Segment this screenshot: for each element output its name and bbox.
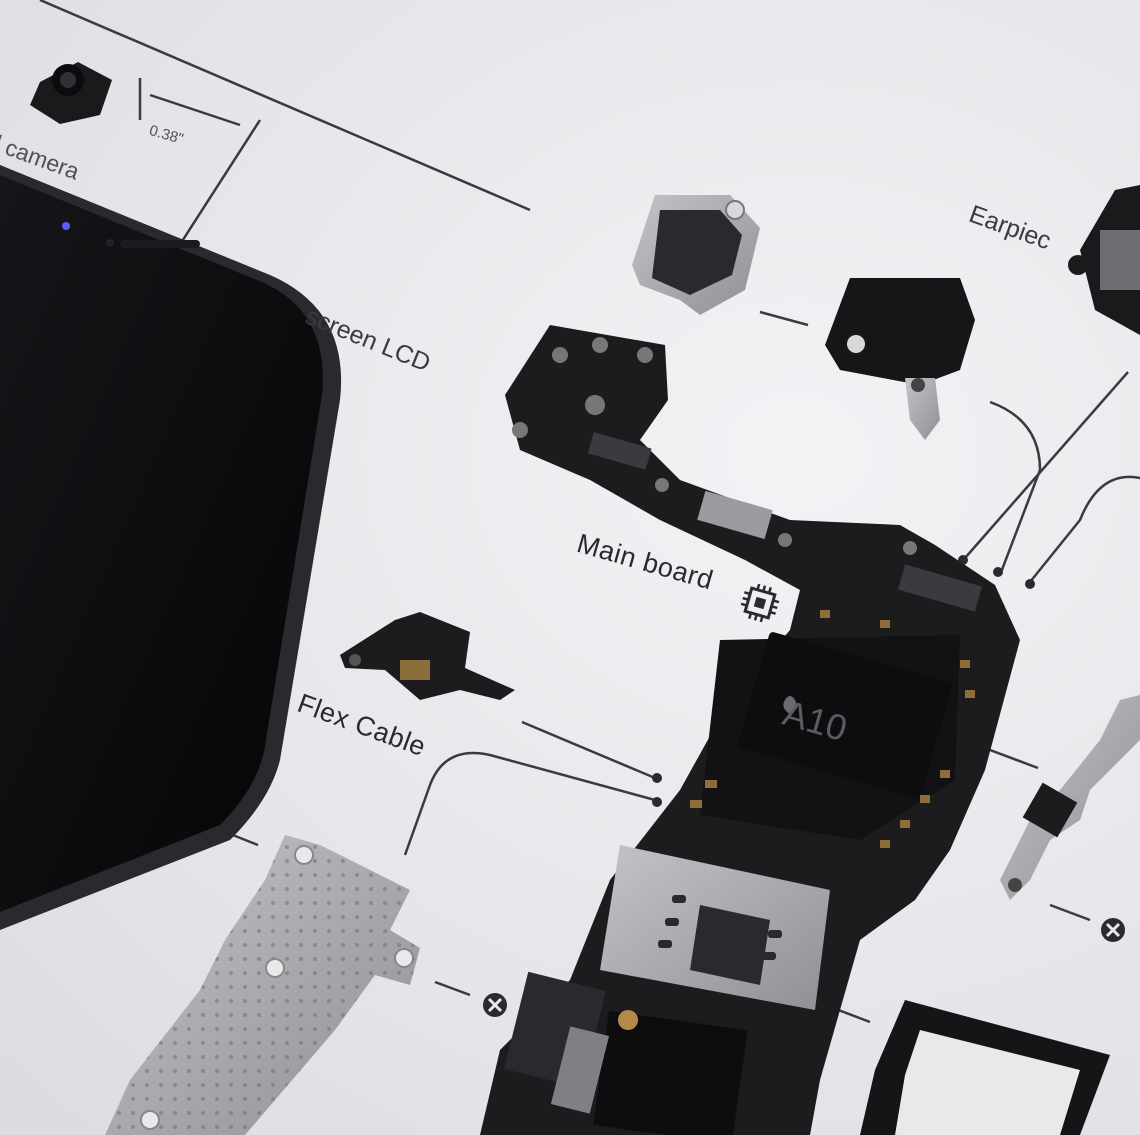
- earpiece-module: [1068, 185, 1140, 335]
- bracket-black: [825, 278, 975, 440]
- phone-body: [0, 165, 342, 930]
- flex-cable: [340, 612, 515, 700]
- phone-sensor-light: [62, 222, 70, 230]
- guide-lines: [39, 0, 1140, 1024]
- camera-module: [30, 62, 112, 124]
- chip-icon: [740, 583, 780, 623]
- bracket-right: [1000, 695, 1140, 900]
- shield-plate: [105, 835, 420, 1135]
- bracket-top: [632, 195, 760, 315]
- sim-tray: [860, 1000, 1110, 1135]
- main-board: [480, 325, 1020, 1135]
- apple-logo-icon: [783, 696, 797, 714]
